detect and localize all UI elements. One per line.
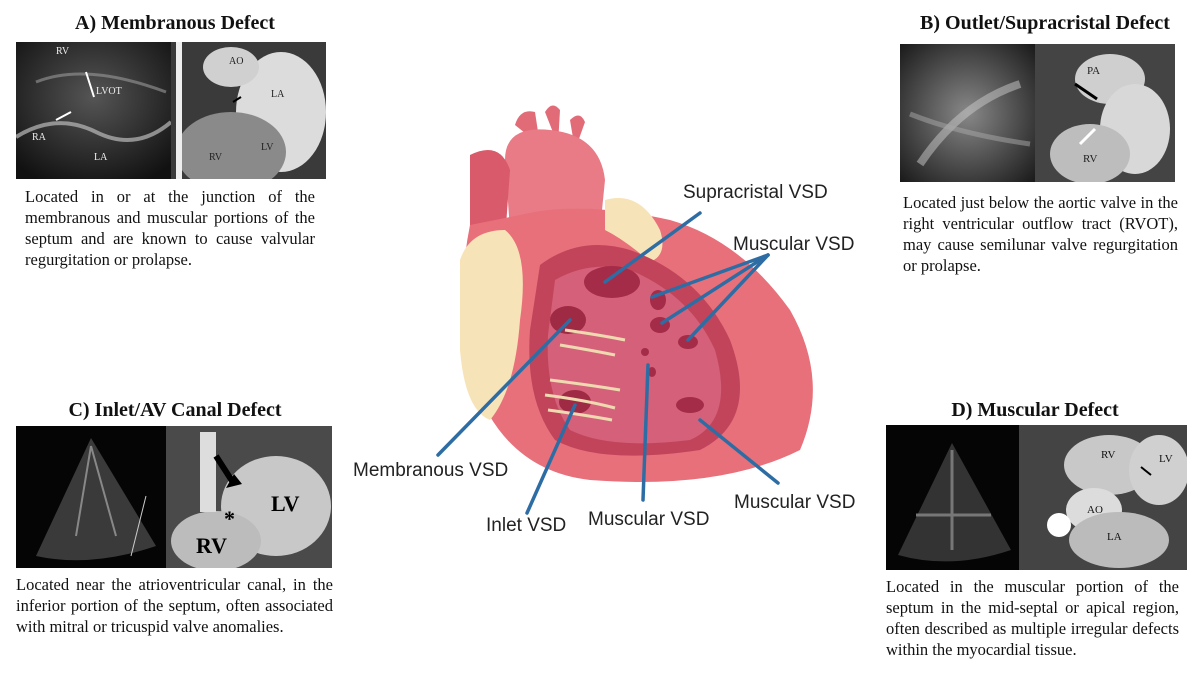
panel-d-ct-image: RV LV AO LA bbox=[1019, 425, 1187, 570]
ct-label-la: LA bbox=[1107, 531, 1122, 543]
ct-label-asterisk: * bbox=[224, 506, 235, 531]
panel-d-echo-image bbox=[886, 425, 1019, 570]
panel-b-ct-image: PA RV bbox=[1035, 44, 1175, 182]
ct-label-rv: RV bbox=[1083, 153, 1097, 165]
echo-label-la: LA bbox=[94, 152, 108, 163]
ct-label-pa: PA bbox=[1087, 65, 1100, 77]
panel-b-echo-image bbox=[900, 44, 1035, 182]
label-muscular-vsd-right: Muscular VSD bbox=[734, 492, 856, 513]
echo-label-ra: RA bbox=[32, 132, 47, 143]
panel-a-title: A) Membranous Defect bbox=[75, 12, 275, 34]
panel-d-title: D) Muscular Defect bbox=[951, 399, 1119, 421]
ct-label-rv: RV bbox=[209, 152, 223, 163]
ct-label-la: LA bbox=[271, 89, 285, 100]
label-supracristal-vsd: Supracristal VSD bbox=[683, 182, 828, 203]
ct-label-lv: LV bbox=[271, 491, 300, 516]
ct-label-ao: AO bbox=[229, 56, 243, 67]
ct-label-rv: RV bbox=[196, 533, 227, 558]
panel-b-description: Located just below the aortic valve in t… bbox=[903, 193, 1178, 275]
ct-label-lv: LV bbox=[1159, 453, 1173, 465]
panel-a-ct-image: AO LA LV RV bbox=[171, 42, 326, 179]
label-muscular-vsd-bottom: Muscular VSD bbox=[588, 509, 710, 530]
panel-c-echo-image bbox=[16, 426, 166, 568]
ct-label-ao: AO bbox=[1087, 504, 1103, 516]
panel-a-description: Located in or at the junction of the mem… bbox=[25, 187, 315, 269]
panel-d-description: Located in the muscular portion of the s… bbox=[886, 577, 1179, 659]
panel-a-echo-image: RV LVOT RA LA bbox=[16, 42, 171, 179]
echo-label-rv: RV bbox=[56, 46, 70, 57]
label-muscular-vsd-top: Muscular VSD bbox=[733, 234, 855, 255]
panel-c-title: C) Inlet/AV Canal Defect bbox=[68, 399, 282, 421]
ct-label-lv: LV bbox=[261, 142, 274, 153]
label-membranous-vsd: Membranous VSD bbox=[353, 460, 509, 481]
echo-label-lvot: LVOT bbox=[96, 86, 122, 97]
panel-c-description: Located near the atrioventricular canal,… bbox=[16, 575, 333, 636]
heart-illustration bbox=[436, 105, 813, 515]
ct-label-rv: RV bbox=[1101, 449, 1115, 461]
label-inlet-vsd: Inlet VSD bbox=[486, 515, 567, 536]
panel-c-ct-image: * LV RV bbox=[166, 426, 332, 568]
panel-b-title: B) Outlet/Supracristal Defect bbox=[920, 12, 1170, 34]
